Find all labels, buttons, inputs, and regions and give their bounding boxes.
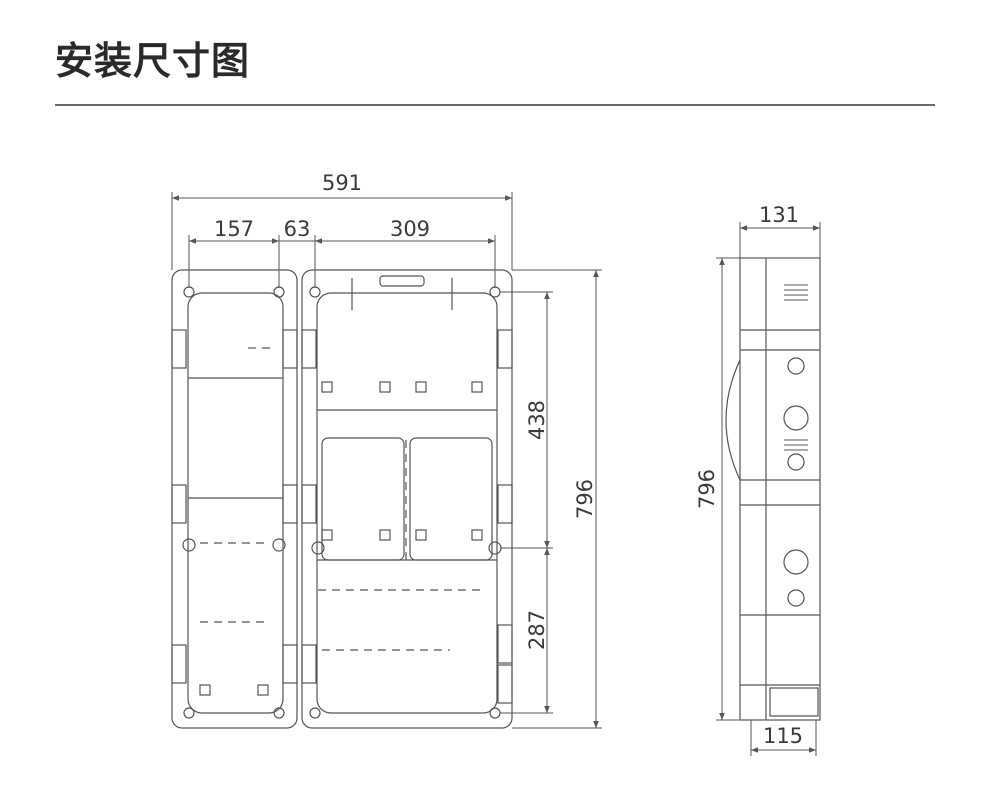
right-panel-outline — [301, 269, 513, 729]
dim-side-bottom-depth: 115 — [763, 724, 803, 748]
dim-left-column: 157 — [214, 217, 254, 241]
dim-gap: 63 — [284, 217, 311, 241]
front-view — [171, 269, 513, 729]
dim-side-height: 796 — [695, 469, 719, 509]
side-body — [739, 257, 821, 721]
dim-overall-height: 796 — [573, 479, 597, 519]
front-dimension-lines — [171, 192, 602, 729]
side-dimension-lines — [716, 222, 821, 756]
dim-side-top-depth: 131 — [759, 203, 799, 227]
dim-upper-height: 438 — [525, 400, 549, 440]
left-panel-inner — [187, 292, 284, 714]
dim-lower-height: 287 — [525, 610, 549, 650]
dim-overall-width: 591 — [322, 171, 362, 195]
title-divider — [55, 104, 935, 106]
page-title: 安装尺寸图 — [55, 39, 251, 83]
dim-right-column: 309 — [390, 217, 430, 241]
left-panel-outline — [171, 269, 298, 729]
side-view — [725, 257, 821, 721]
right-panel-inner — [316, 292, 498, 714]
